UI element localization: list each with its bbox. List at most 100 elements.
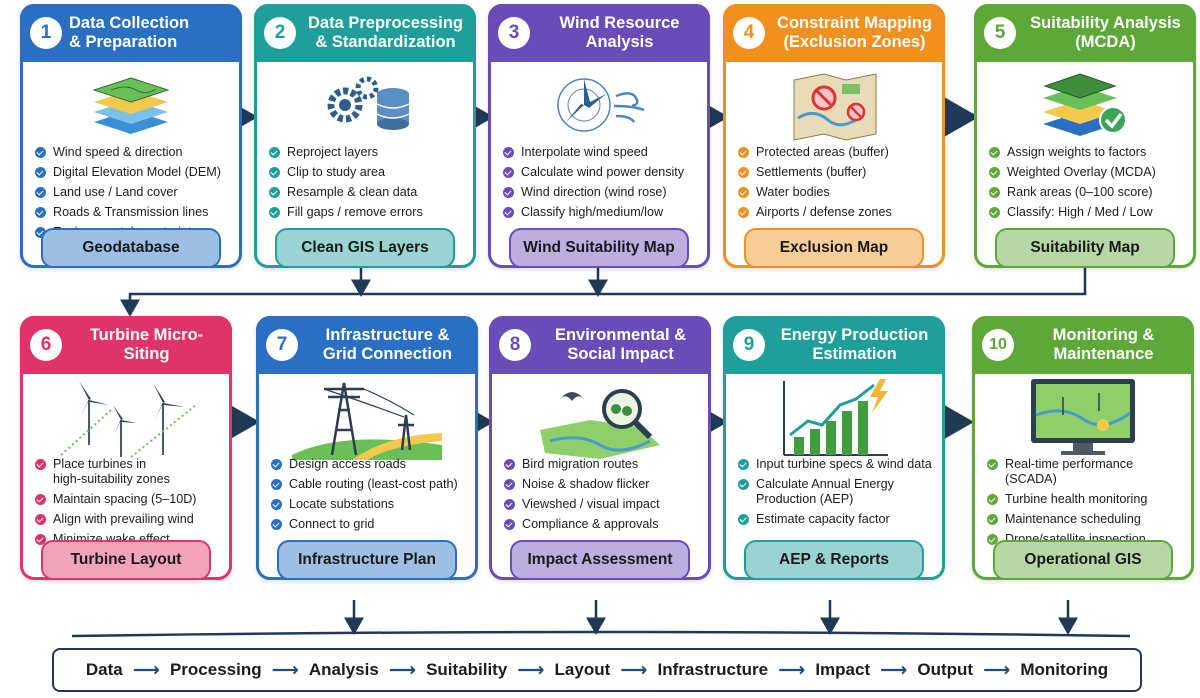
check-icon xyxy=(35,514,46,525)
step-title: Monitoring & Maintenance xyxy=(1052,326,1155,363)
bullet-text: Viewshed / visual impact xyxy=(522,497,660,511)
list-item: Turbine health monitoring xyxy=(987,492,1185,507)
list-item: Noise & shadow flicker xyxy=(504,477,702,492)
step-number: 6 xyxy=(30,329,62,361)
list-item: Settlements (buffer) xyxy=(738,165,936,180)
arrow-right-icon: ⟶ xyxy=(880,659,908,681)
step-output-badge: Operational GIS xyxy=(993,540,1173,580)
flow-stage-label: Suitability xyxy=(426,660,508,679)
step-number: 10 xyxy=(982,329,1014,361)
step-header: 10 Monitoring & Maintenance xyxy=(972,316,1194,374)
bird-magnifier-icon xyxy=(492,377,708,459)
list-item: Calculate wind power density xyxy=(503,165,701,180)
step-number: 5 xyxy=(984,17,1016,49)
check-icon xyxy=(35,459,46,470)
check-icon xyxy=(738,207,749,218)
step-output-badge: Suitability Map xyxy=(995,228,1175,268)
flow-stage-label: Processing xyxy=(169,660,262,679)
bullet-text: Align with prevailing wind xyxy=(53,512,194,526)
wind-rose-icon xyxy=(491,65,707,145)
step-bullet-list: Place turbines in high-suitability zones… xyxy=(35,457,223,552)
step-output-badge: Wind Suitability Map xyxy=(509,228,689,268)
check-icon xyxy=(35,167,46,178)
check-icon xyxy=(35,147,46,158)
arrow-right-icon: ⟶ xyxy=(778,659,806,681)
list-item: Clip to study area xyxy=(269,165,467,180)
list-item: Classify: High / Med / Low xyxy=(989,205,1187,220)
check-icon xyxy=(503,167,514,178)
step-output-badge: Infrastructure Plan xyxy=(277,540,457,580)
step-title: Data Preprocessing & Standardization xyxy=(308,14,463,51)
list-item: Place turbines in high-suitability zones xyxy=(35,457,223,487)
overlay-check-icon xyxy=(977,65,1193,145)
bullet-text: Protected areas (buffer) xyxy=(756,145,889,159)
list-item: Bird migration routes xyxy=(504,457,702,472)
check-icon xyxy=(269,207,280,218)
step-header: 2 Data Preprocessing & Standardization xyxy=(254,4,476,62)
list-item: Real-time performance (SCADA) xyxy=(987,457,1185,487)
bottom-link xyxy=(71,600,1131,638)
bullet-text: Calculate Annual Energy Production (AEP) xyxy=(756,477,894,506)
check-icon xyxy=(35,534,46,545)
list-item: Reproject layers xyxy=(269,145,467,160)
list-item: Rank areas (0–100 score) xyxy=(989,185,1187,200)
step-title: Turbine Micro-Siting xyxy=(89,326,204,363)
arrow-right-icon: ⟶ xyxy=(983,659,1011,681)
list-item: Fill gaps / remove errors xyxy=(269,205,467,220)
exclusion-map-icon xyxy=(726,65,942,145)
check-icon xyxy=(271,499,282,510)
list-item: Digital Elevation Model (DEM) xyxy=(35,165,233,180)
flow-stage-label: Analysis xyxy=(308,660,379,679)
bullet-text: Digital Elevation Model (DEM) xyxy=(53,165,221,179)
step-title: Energy Production Estimation xyxy=(780,326,929,363)
check-icon xyxy=(987,459,998,470)
list-item: Design access roads xyxy=(271,457,469,472)
step-output-badge: Turbine Layout xyxy=(41,540,211,580)
step-bullet-list: Protected areas (buffer) Settlements (buf… xyxy=(738,145,936,225)
bullet-text: Classify high/medium/low xyxy=(521,205,664,219)
step-title: Constraint Mapping (Exclusion Zones) xyxy=(777,14,932,51)
step-title: Infrastructure & Grid Connection xyxy=(322,326,453,363)
check-icon xyxy=(504,479,515,490)
check-icon xyxy=(738,479,749,490)
bullet-text: Roads & Transmission lines xyxy=(53,205,209,219)
check-icon xyxy=(989,187,1000,198)
bullet-text: Fill gaps / remove errors xyxy=(287,205,423,219)
process-flow-bar: Data⟶Processing⟶Analysis⟶Suitability⟶Lay… xyxy=(52,648,1142,692)
list-item: Classify high/medium/low xyxy=(503,205,701,220)
list-item: Wind speed & direction xyxy=(35,145,233,160)
step-title: Wind Resource Analysis xyxy=(559,14,680,51)
step-header: 6 Turbine Micro-Siting xyxy=(20,316,232,374)
arrow-right-icon: ⟶ xyxy=(620,659,648,681)
bullet-text: Connect to grid xyxy=(289,517,375,531)
bullet-text: Airports / defense zones xyxy=(756,205,892,219)
list-item: Viewshed / visual impact xyxy=(504,497,702,512)
check-icon xyxy=(271,519,282,530)
list-item: Resample & clean data xyxy=(269,185,467,200)
flow-stage-label: Output xyxy=(917,660,974,679)
check-icon xyxy=(269,187,280,198)
bullet-text: Assign weights to factors xyxy=(1007,145,1147,159)
bullet-text: Land use / Land cover xyxy=(53,185,178,199)
step-output-badge: AEP & Reports xyxy=(744,540,924,580)
bullet-text: Locate substations xyxy=(289,497,395,511)
list-item: Calculate Annual Energy Production (AEP) xyxy=(738,477,936,507)
step-number: 2 xyxy=(264,17,296,49)
flow-stage-label: Layout xyxy=(554,660,611,679)
bullet-text: Place turbines in high-suitability zones xyxy=(53,457,170,486)
bullet-text: Interpolate wind speed xyxy=(521,145,648,159)
bullet-text: Water bodies xyxy=(756,185,830,199)
step-output-badge: Impact Assessment xyxy=(510,540,690,580)
check-icon xyxy=(738,459,749,470)
step-number: 8 xyxy=(499,329,531,361)
check-icon xyxy=(35,207,46,218)
list-item: Wind direction (wind rose) xyxy=(503,185,701,200)
flow-stage-label: Impact xyxy=(815,660,871,679)
